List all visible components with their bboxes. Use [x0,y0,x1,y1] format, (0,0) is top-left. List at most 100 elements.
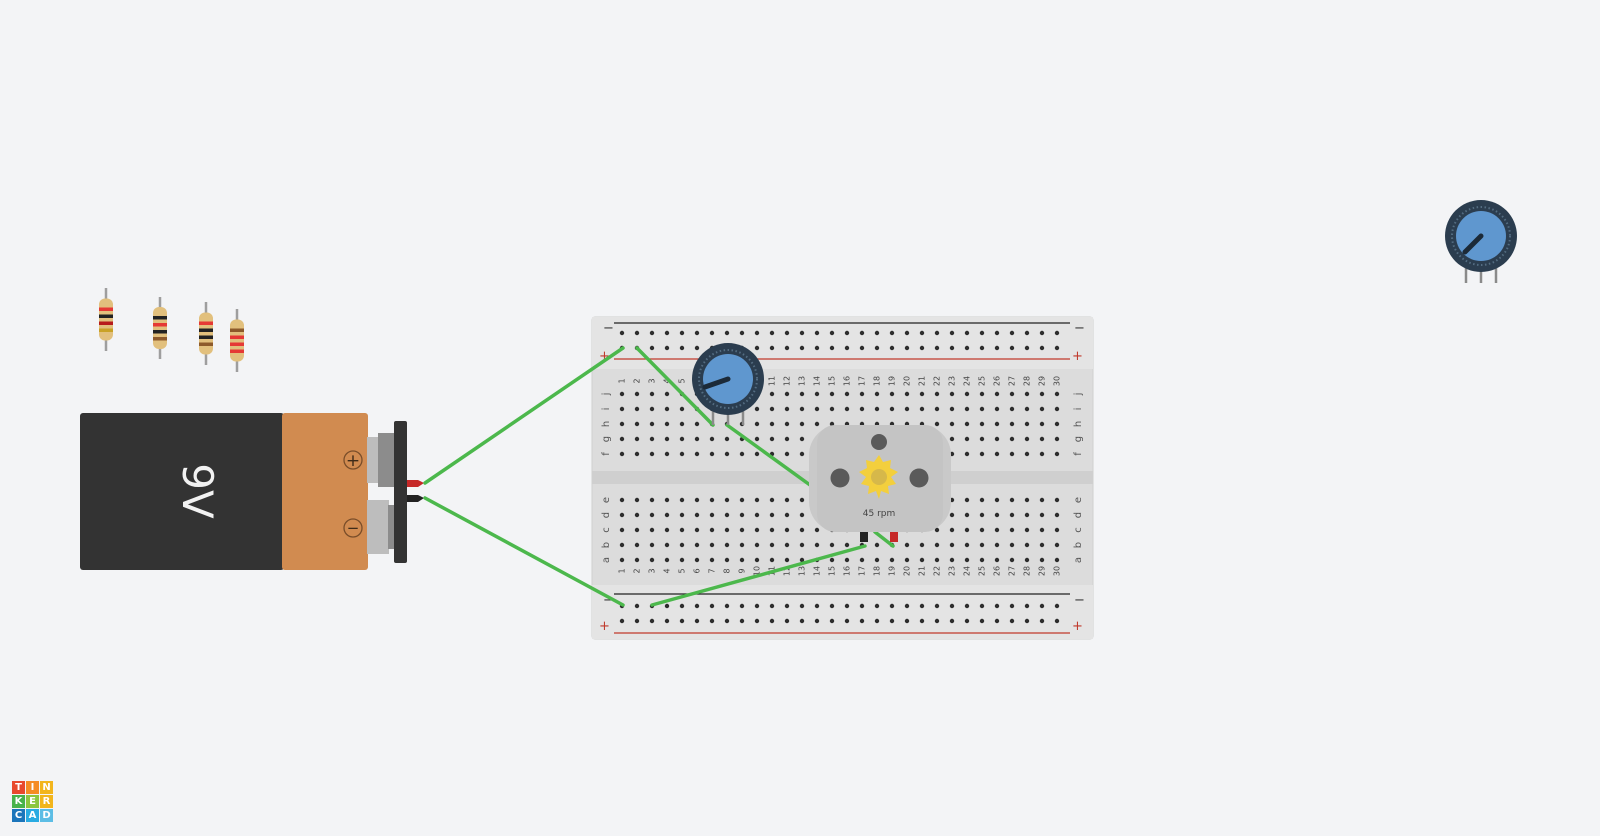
breadboard-hole[interactable] [889,557,895,563]
breadboard-hole[interactable] [679,406,685,412]
breadboard-hole[interactable] [964,421,970,427]
resistor[interactable] [199,302,213,365]
breadboard-hole[interactable] [619,421,625,427]
breadboard-hole[interactable] [724,497,730,503]
breadboard-hole[interactable] [964,391,970,397]
breadboard-hole[interactable] [1039,436,1045,442]
rail-hole[interactable] [1054,618,1060,624]
breadboard-hole[interactable] [784,451,790,457]
rail-hole[interactable] [1054,330,1060,336]
breadboard-hole[interactable] [934,406,940,412]
rail-hole[interactable] [1009,618,1015,624]
breadboard-hole[interactable] [904,557,910,563]
breadboard-hole[interactable] [649,557,655,563]
breadboard-hole[interactable] [709,542,715,548]
rail-hole[interactable] [919,345,925,351]
breadboard-hole[interactable] [799,527,805,533]
rail-hole[interactable] [919,618,925,624]
rail-hole[interactable] [934,330,940,336]
breadboard-hole[interactable] [694,421,700,427]
breadboard-hole[interactable] [994,391,1000,397]
rail-hole[interactable] [724,618,730,624]
resistor[interactable] [153,297,167,359]
rail-hole[interactable] [964,618,970,624]
rail-hole[interactable] [874,618,880,624]
breadboard-hole[interactable] [949,406,955,412]
breadboard-hole[interactable] [664,391,670,397]
breadboard-hole[interactable] [754,421,760,427]
rail-hole[interactable] [1009,345,1015,351]
rail-hole[interactable] [649,330,655,336]
breadboard-hole[interactable] [784,542,790,548]
rail-hole[interactable] [739,603,745,609]
breadboard-hole[interactable] [754,542,760,548]
breadboard-hole[interactable] [859,391,865,397]
breadboard-hole[interactable] [769,512,775,518]
breadboard-hole[interactable] [949,557,955,563]
breadboard-hole[interactable] [664,557,670,563]
wire-rail-to-motor[interactable] [650,544,867,607]
rail-hole[interactable] [724,603,730,609]
breadboard-hole[interactable] [844,557,850,563]
rail-hole[interactable] [709,330,715,336]
rail-hole[interactable] [784,330,790,336]
breadboard-hole[interactable] [889,406,895,412]
breadboard-hole[interactable] [994,542,1000,548]
rail-hole[interactable] [769,618,775,624]
breadboard-hole[interactable] [754,451,760,457]
breadboard-hole[interactable] [709,451,715,457]
breadboard-hole[interactable] [994,406,1000,412]
breadboard-hole[interactable] [634,542,640,548]
breadboard-hole[interactable] [1024,406,1030,412]
breadboard-hole[interactable] [769,436,775,442]
breadboard-hole[interactable] [679,542,685,548]
breadboard-hole[interactable] [934,391,940,397]
breadboard-hole[interactable] [1024,451,1030,457]
rail-hole[interactable] [919,330,925,336]
breadboard-hole[interactable] [799,391,805,397]
breadboard-hole[interactable] [1039,527,1045,533]
breadboard-hole[interactable] [994,436,1000,442]
breadboard-hole[interactable] [979,406,985,412]
rail-hole[interactable] [904,345,910,351]
breadboard-hole[interactable] [724,451,730,457]
wire-motor-red[interactable] [873,530,895,548]
breadboard-hole[interactable] [679,421,685,427]
rail-hole[interactable] [979,618,985,624]
breadboard-hole[interactable] [964,497,970,503]
rail-hole[interactable] [859,603,865,609]
breadboard-hole[interactable] [724,527,730,533]
breadboard-hole[interactable] [799,451,805,457]
breadboard-hole[interactable] [814,542,820,548]
breadboard-hole[interactable] [919,406,925,412]
rail-hole[interactable] [919,603,925,609]
breadboard-hole[interactable] [934,542,940,548]
breadboard-hole[interactable] [799,421,805,427]
rail-hole[interactable] [1024,618,1030,624]
breadboard-hole[interactable] [784,421,790,427]
breadboard-hole[interactable] [1009,391,1015,397]
breadboard-hole[interactable] [844,391,850,397]
breadboard-hole[interactable] [1054,421,1060,427]
breadboard-hole[interactable] [784,406,790,412]
breadboard-hole[interactable] [679,512,685,518]
breadboard-hole[interactable] [619,542,625,548]
wire-battery-plus[interactable] [423,346,625,485]
breadboard-hole[interactable] [1024,557,1030,563]
rail-hole[interactable] [694,618,700,624]
rail-hole[interactable] [979,330,985,336]
breadboard-hole[interactable] [1054,436,1060,442]
breadboard-hole[interactable] [979,512,985,518]
breadboard-hole[interactable] [619,527,625,533]
breadboard-hole[interactable] [709,527,715,533]
breadboard-hole[interactable] [844,406,850,412]
rail-hole[interactable] [799,330,805,336]
rail-hole[interactable] [949,603,955,609]
rail-hole[interactable] [1039,618,1045,624]
breadboard-hole[interactable] [919,391,925,397]
breadboard-hole[interactable] [1024,436,1030,442]
breadboard-hole[interactable] [1039,557,1045,563]
breadboard-hole[interactable] [979,527,985,533]
rail-hole[interactable] [619,330,625,336]
